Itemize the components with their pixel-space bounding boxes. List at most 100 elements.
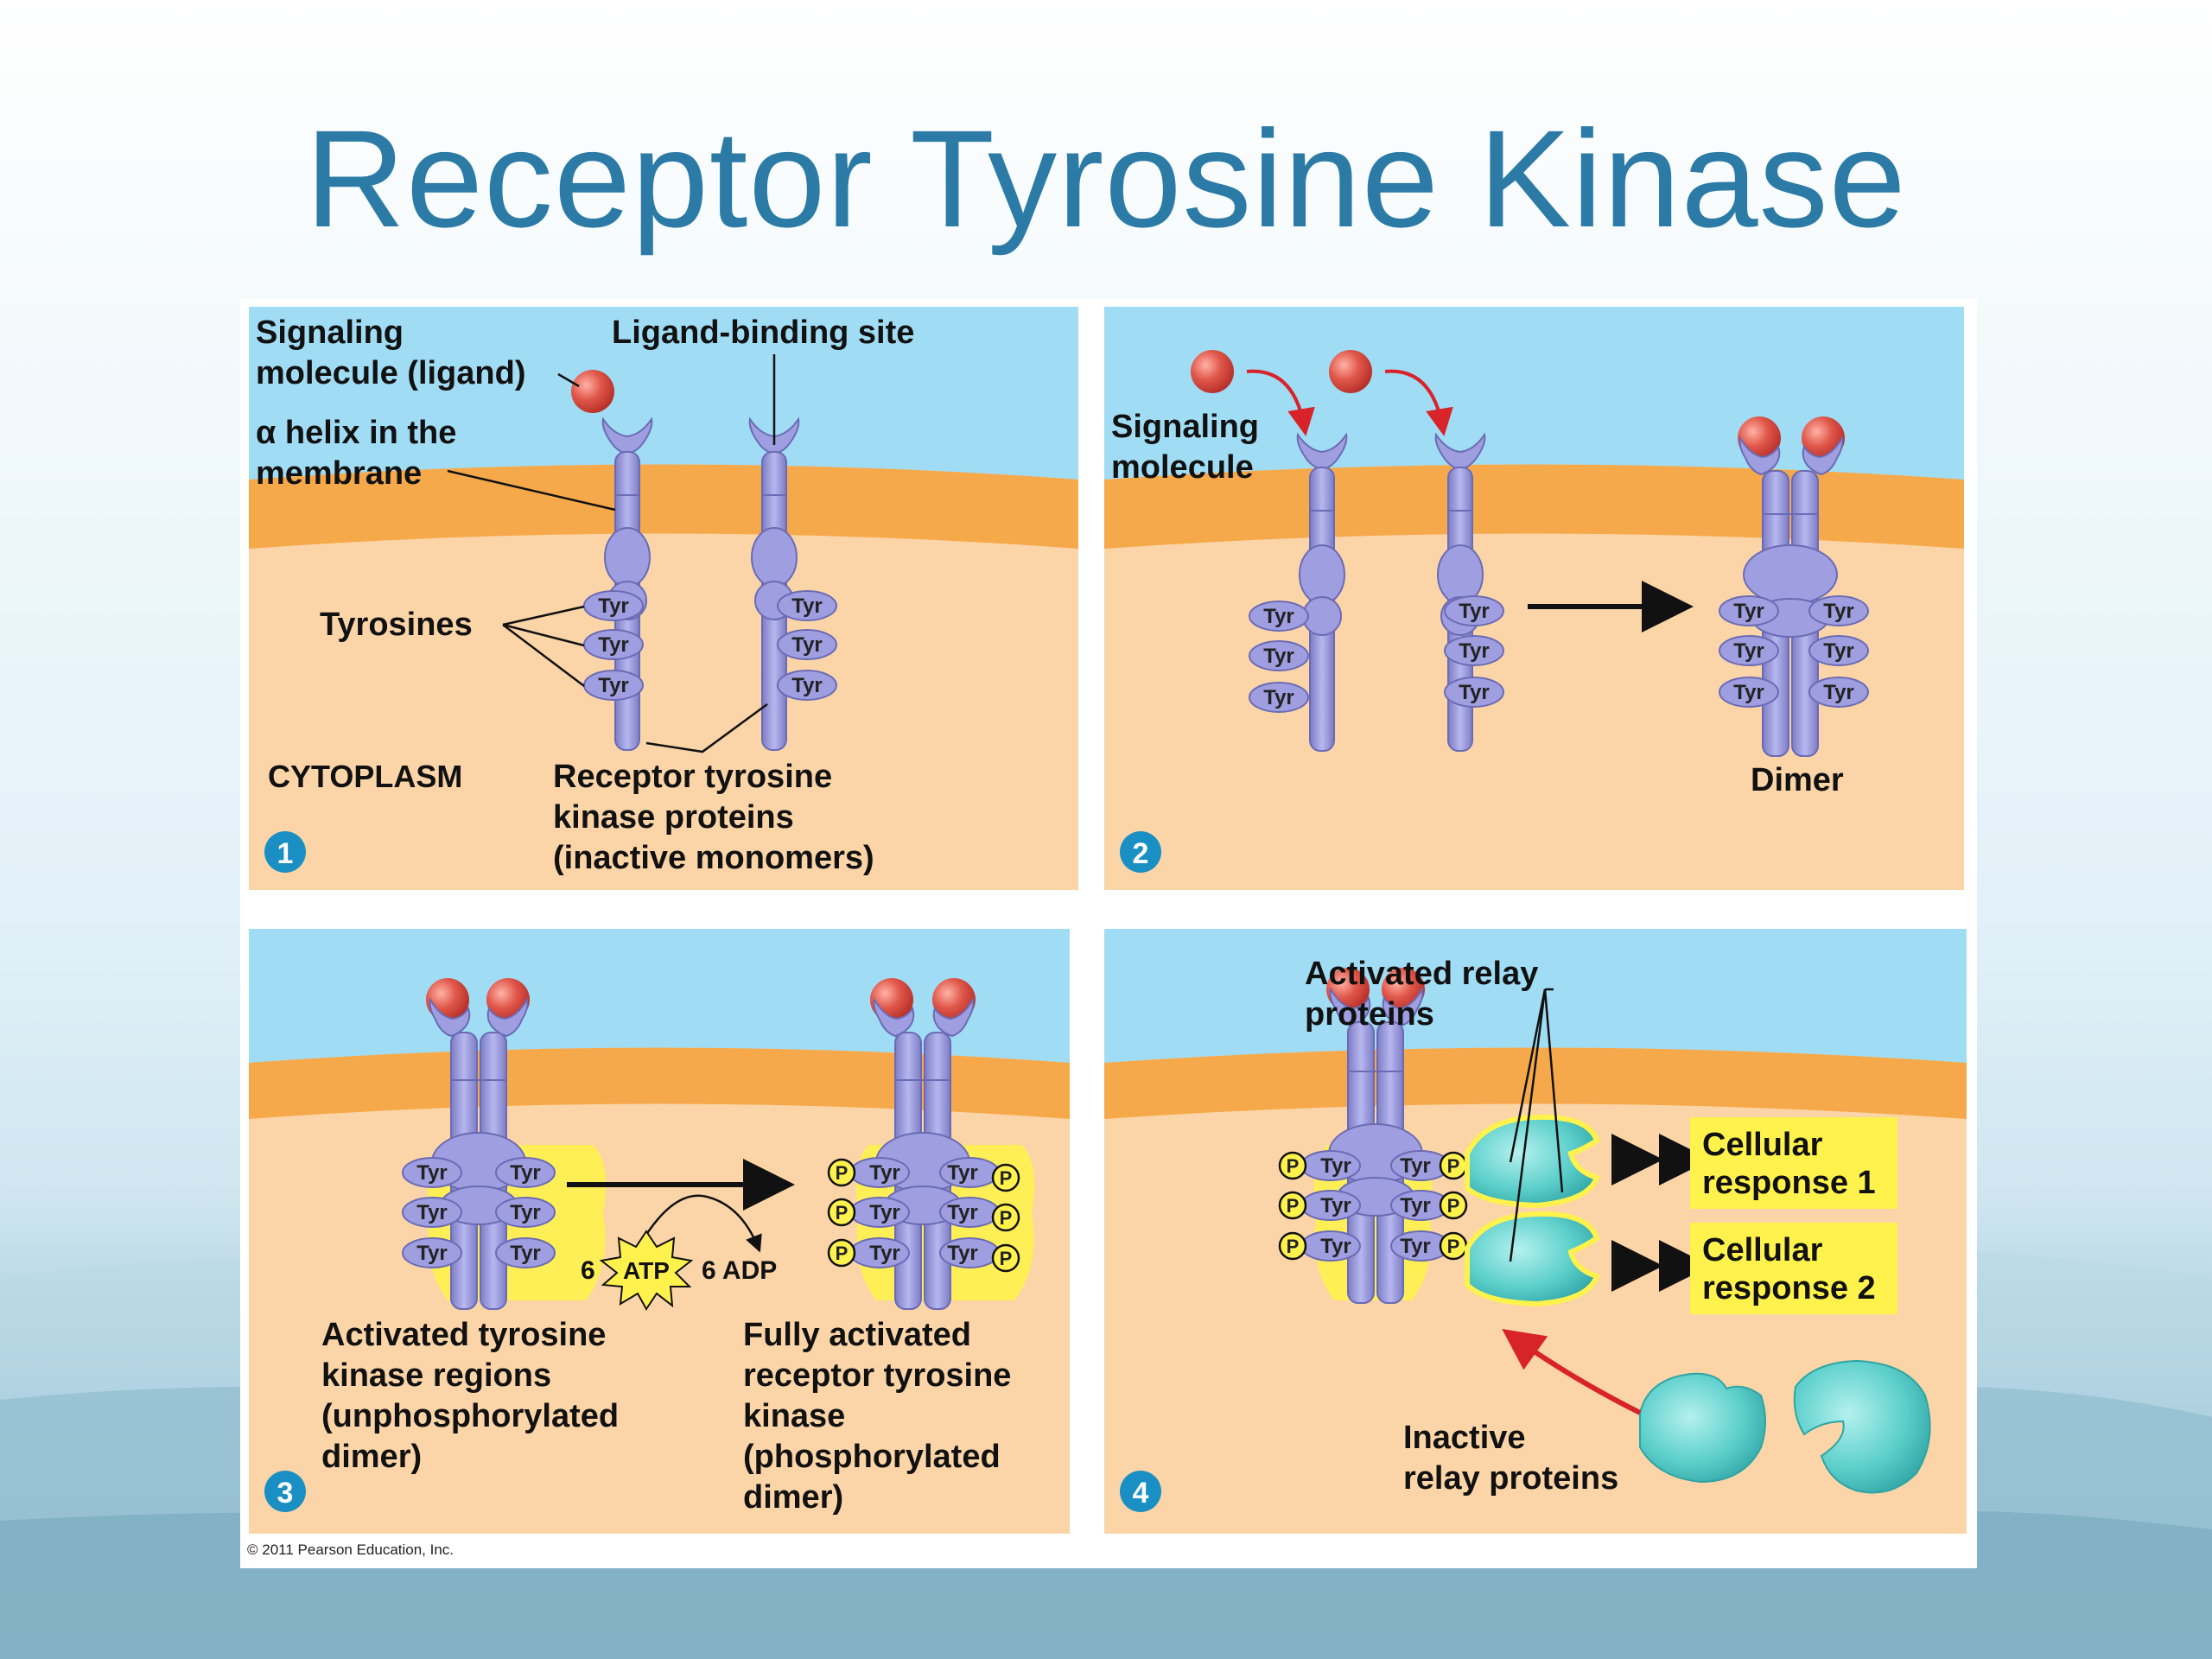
phosphate-label: P xyxy=(1000,1167,1013,1189)
recruitment-arrow xyxy=(1502,1329,1642,1415)
tyr-label: Tyr xyxy=(791,594,823,618)
phosphate-label: P xyxy=(1287,1236,1300,1257)
tyrosines-label: Tyrosines xyxy=(320,607,473,643)
receptor-dimer: Tyr Tyr Tyr Tyr Tyr Tyr xyxy=(1719,416,1869,757)
dimer-label: Dimer xyxy=(1751,762,1844,798)
tyr-label: Tyr xyxy=(1733,639,1764,663)
panel-3: Tyr Tyr Tyr Tyr Tyr Tyr ATP 6 6 ADP xyxy=(264,978,1035,1516)
tyrosine-domain xyxy=(1249,601,1309,632)
activated-relay-label-2: proteins xyxy=(1305,996,1434,1033)
atp-adp-arrow xyxy=(636,1194,762,1253)
phosphate-badge xyxy=(991,1203,1020,1232)
phosphate-label: P xyxy=(1000,1207,1013,1229)
rtk-label-1: Receptor tyrosine xyxy=(553,759,832,795)
rtk-diagram: Tyr Tyr Tyr Tyr Tyr Tyr Signaling xyxy=(247,307,1967,1558)
tyrosine-domain xyxy=(777,670,837,701)
tyr-label: Tyr xyxy=(869,1201,900,1224)
inactive-relay-protein-2 xyxy=(1793,1359,1931,1494)
phosphate-badge xyxy=(1278,1231,1307,1261)
inactive-relay-label-1: Inactive xyxy=(1403,1420,1526,1456)
tyr-label: Tyr xyxy=(947,1242,978,1265)
step-2-badge xyxy=(1120,831,1161,873)
slide-title: Receptor Tyrosine Kinase xyxy=(305,101,1907,256)
fully-activated-label-3: kinase xyxy=(743,1398,845,1434)
binding-arrow xyxy=(1246,369,1315,436)
tyr-label: Tyr xyxy=(791,633,823,657)
step-4-number: 4 xyxy=(1133,1477,1149,1510)
tyrosine-domain xyxy=(1249,682,1309,713)
phosphate-label: P xyxy=(1447,1155,1460,1177)
tyr-label: Tyr xyxy=(1459,639,1490,663)
activated-regions-label-2: kinase regions xyxy=(321,1357,551,1394)
phosphate-badge xyxy=(827,1198,856,1227)
activated-regions-label-3: (unphosphorylated xyxy=(321,1398,619,1434)
tyr-label: Tyr xyxy=(1263,645,1294,668)
tyrosine-domain xyxy=(1444,635,1504,666)
fully-activated-label-5: dimer) xyxy=(743,1479,843,1516)
signaling-molecule-label-2: molecule (ligand) xyxy=(256,355,525,391)
tyr-label: Tyr xyxy=(598,674,629,697)
binding-arrow xyxy=(1384,369,1453,436)
phosphate-label: P xyxy=(836,1202,849,1224)
rtk-figure: Tyr Tyr Tyr Tyr Tyr Tyr Signaling xyxy=(240,298,1977,1568)
cellular-response-1-line-1: Cellular xyxy=(1702,1127,1823,1163)
tyrosine-domain xyxy=(583,590,644,621)
cellular-response-2-line-2: response 2 xyxy=(1702,1270,1876,1306)
step-3-number: 3 xyxy=(277,1477,294,1510)
tyr-label: Tyr xyxy=(510,1161,541,1185)
activated-regions-label-4: dimer) xyxy=(321,1439,422,1475)
tyrosine-domain xyxy=(1444,677,1504,708)
unphosphorylated-dimer: Tyr Tyr Tyr Tyr Tyr Tyr xyxy=(402,978,607,1310)
tyr-label: Tyr xyxy=(1320,1235,1351,1258)
cellular-response-2-line-1: Cellular xyxy=(1702,1232,1823,1268)
ligand-ball xyxy=(1329,350,1372,393)
tyr-label: Tyr xyxy=(416,1161,448,1185)
tyr-label: Tyr xyxy=(1823,639,1854,663)
fully-activated-label-2: receptor tyrosine xyxy=(743,1357,1011,1394)
panel-1-background xyxy=(249,307,1078,890)
tyr-label: Tyr xyxy=(1320,1194,1351,1217)
tyrosine-domain xyxy=(777,590,837,621)
activated-regions-label-1: Activated tyrosine xyxy=(321,1317,606,1353)
tyrosine-domain xyxy=(1444,595,1504,626)
tyrosine-domain xyxy=(777,629,837,660)
tyr-label: Tyr xyxy=(947,1201,978,1224)
tyr-label: Tyr xyxy=(1733,600,1764,623)
atp-label: ATP xyxy=(623,1257,670,1284)
tyr-label: Tyr xyxy=(416,1201,448,1224)
tyr-label: Tyr xyxy=(416,1242,448,1265)
activated-relay-label-1: Activated relay xyxy=(1305,956,1538,992)
tyr-label: Tyr xyxy=(1400,1194,1431,1217)
panel-2: Tyr Tyr Tyr Tyr Tyr Tyr xyxy=(1111,350,1869,873)
tyr-label: Tyr xyxy=(1320,1154,1351,1178)
panel-4: Tyr Tyr Tyr Tyr Tyr Tyr P P P P P P xyxy=(1120,956,1931,1512)
tyr-label: Tyr xyxy=(598,633,629,657)
phosphate-badge xyxy=(991,1243,1020,1273)
phosphate-badge xyxy=(991,1163,1020,1192)
phosphate-label: P xyxy=(1000,1248,1013,1269)
phosphate-badge xyxy=(1278,1151,1307,1180)
adp-label: 6 ADP xyxy=(702,1256,777,1285)
ligand-ball xyxy=(1191,350,1234,393)
tyr-label: Tyr xyxy=(510,1242,541,1265)
cellular-response-2-box xyxy=(1690,1223,1897,1314)
step-4-badge xyxy=(1120,1471,1161,1512)
step-3-badge xyxy=(264,1471,306,1512)
rtk-label-2: kinase proteins xyxy=(553,799,794,836)
activated-relay-protein-1 xyxy=(1465,1114,1600,1209)
tyr-label: Tyr xyxy=(1823,681,1854,704)
tyr-label: Tyr xyxy=(1400,1235,1431,1258)
tyr-label: Tyr xyxy=(510,1201,541,1224)
copyright-text: © 2011 Pearson Education, Inc. xyxy=(247,1541,454,1558)
inactive-relay-protein-1 xyxy=(1639,1372,1766,1484)
activated-relay-protein-2 xyxy=(1465,1211,1600,1307)
signaling-molecule-label-1: Signaling xyxy=(256,315,404,351)
tyr-label: Tyr xyxy=(869,1161,900,1185)
cytoplasm-label: CYTOPLASM xyxy=(268,759,462,794)
tyr-label: Tyr xyxy=(598,594,629,618)
phosphate-badge xyxy=(827,1158,856,1187)
phosphate-label: P xyxy=(1287,1195,1300,1217)
inactive-relay-label-2: relay proteins xyxy=(1403,1460,1618,1497)
tyr-label: Tyr xyxy=(1263,605,1294,628)
tyr-label: Tyr xyxy=(1263,686,1294,709)
